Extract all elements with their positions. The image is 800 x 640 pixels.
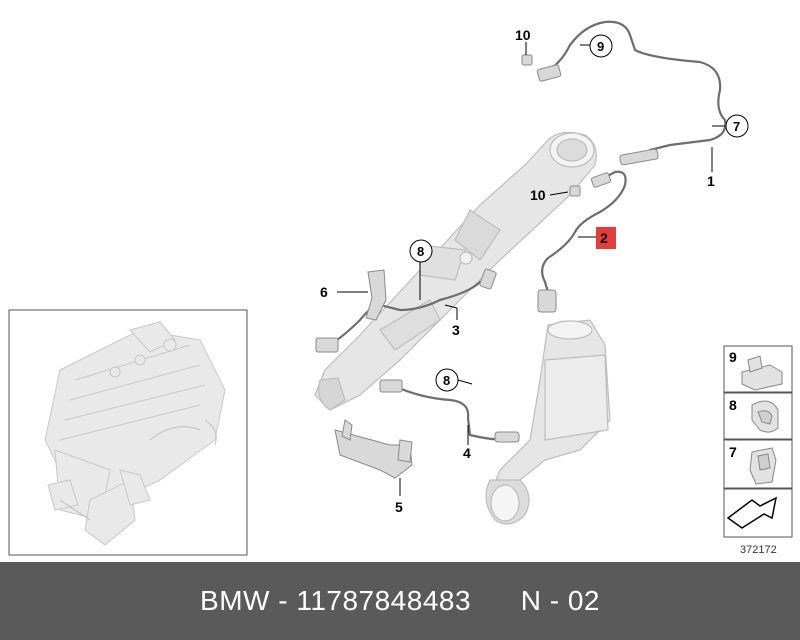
callout-7-circle — [725, 114, 749, 138]
callout-9-circle — [589, 34, 613, 58]
callout-9: 9 — [597, 39, 604, 54]
figure-id: 372172 — [740, 544, 777, 556]
legend-number-9: 9 — [729, 349, 737, 365]
callout-7: 7 — [733, 119, 740, 134]
callout-1: 1 — [707, 173, 715, 189]
clip-8-icon — [751, 400, 779, 433]
leader-lines — [337, 42, 725, 496]
legend-number-7: 7 — [729, 444, 737, 460]
callout-2-highlight — [596, 227, 616, 249]
clip-7-icon — [749, 447, 777, 485]
bracket-item-5 — [334, 419, 413, 479]
bracket-item-6 — [365, 269, 387, 321]
callout-5: 5 — [395, 499, 403, 515]
callout-4: 4 — [463, 445, 471, 461]
parts-diagram: 1 2 3 4 5 6 7 8 8 9 10 10 9 8 7 — [8, 20, 793, 556]
catalytic-converter — [485, 319, 611, 525]
exhaust-manifold-pipe — [314, 131, 597, 411]
part-number-banner: BMW - 11787848483 N - 02 — [0, 562, 800, 640]
callout-8a: 8 — [417, 244, 424, 259]
part-number-text: BMW - 11787848483 N - 02 — [200, 585, 600, 616]
callout-3: 3 — [452, 322, 460, 338]
sensor-connectors — [315, 54, 659, 443]
clip-legend: 9 8 7 — [723, 345, 793, 538]
callout-10-mid: 10 — [530, 187, 546, 203]
callout-8b: 8 — [443, 373, 450, 388]
callout-10-top: 10 — [515, 27, 531, 43]
callout-2: 2 — [600, 230, 608, 246]
callout-8b-circle — [435, 368, 459, 392]
clip-9-icon — [741, 355, 783, 391]
callout-6: 6 — [320, 284, 328, 300]
callout-8a-circle — [409, 239, 433, 263]
legend-number-8: 8 — [729, 397, 737, 413]
arrow-icon — [726, 496, 778, 529]
sensor-cables — [328, 20, 727, 442]
engine-overview-inset — [8, 309, 248, 556]
